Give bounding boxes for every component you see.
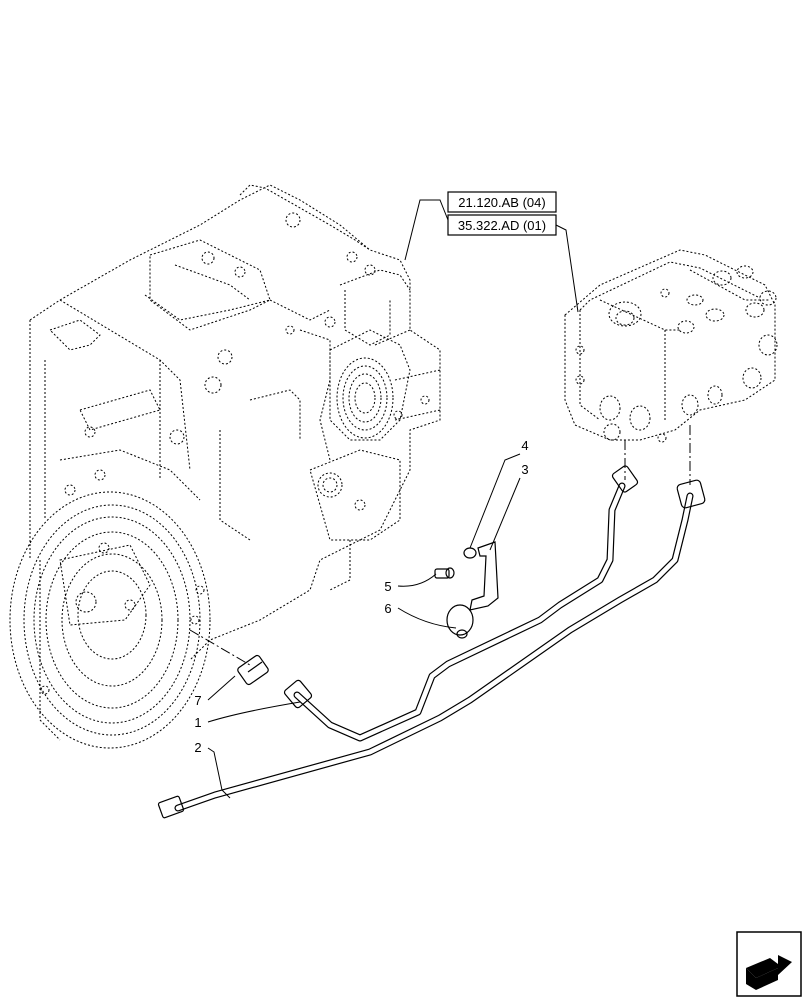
callout-6: 6 bbox=[384, 601, 391, 616]
pipe-1-nut-upper bbox=[611, 465, 639, 493]
screw-5 bbox=[434, 567, 455, 579]
callout-1: 1 bbox=[194, 715, 201, 730]
centerline-fitting bbox=[189, 629, 251, 666]
callout-7: 7 bbox=[194, 693, 201, 708]
callout-5: 5 bbox=[384, 579, 391, 594]
pipe-2-nut-lower bbox=[157, 795, 185, 819]
washer-4 bbox=[463, 547, 477, 559]
bracket-3 bbox=[469, 541, 499, 611]
callout-2: 2 bbox=[194, 740, 201, 755]
callout-leaders bbox=[207, 199, 579, 799]
callout-4: 4 bbox=[521, 438, 528, 453]
callout-3: 3 bbox=[521, 462, 528, 477]
clamp-6 bbox=[446, 604, 474, 639]
reference-link-2[interactable]: 35.322.AD (01) bbox=[447, 214, 557, 236]
pipe-2-nut-upper bbox=[676, 479, 706, 509]
reference-link-1[interactable]: 21.120.AB (04) bbox=[447, 191, 557, 213]
pipe-1 bbox=[283, 465, 639, 742]
reference-2-text: 35.322.AD (01) bbox=[458, 218, 546, 233]
arrow-next-page-icon[interactable] bbox=[736, 931, 802, 997]
callout-numbers: 1 2 3 4 5 6 7 bbox=[194, 438, 528, 755]
transmission-housing bbox=[9, 184, 441, 749]
adapter-7 bbox=[237, 654, 269, 686]
pipe-2 bbox=[157, 479, 706, 819]
pipe-1-nut-lower bbox=[283, 679, 313, 709]
reference-1-text: 21.120.AB (04) bbox=[458, 195, 545, 210]
control-valve-block bbox=[564, 249, 778, 443]
